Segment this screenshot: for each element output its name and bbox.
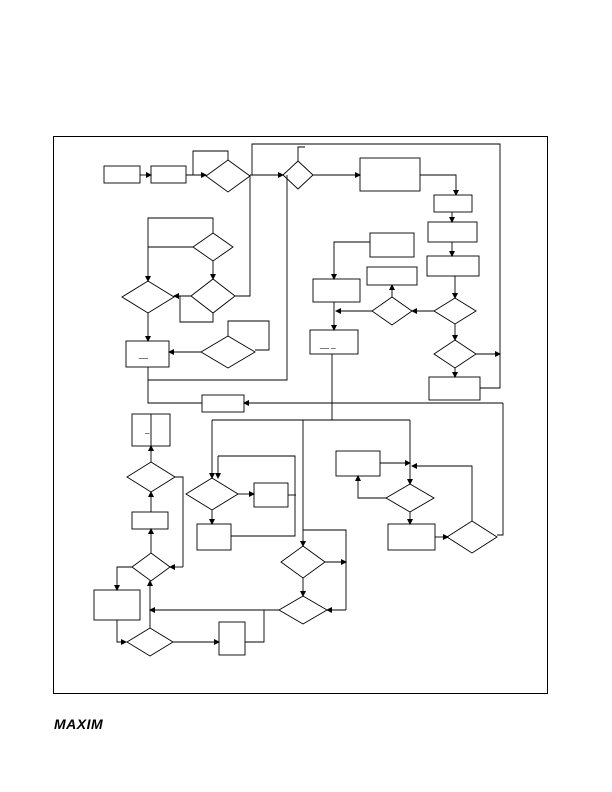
process-label: _ — [144, 425, 150, 434]
decision-diamond — [446, 520, 498, 554]
flowchart-frame — [53, 136, 548, 694]
process-box — [387, 523, 436, 551]
process-box — [427, 221, 478, 243]
decision-diamond — [200, 335, 256, 369]
process-box — [150, 165, 187, 184]
decision-diamond — [185, 477, 239, 511]
decision-diamond — [385, 483, 435, 513]
process-box — [428, 376, 481, 401]
process-box — [253, 482, 289, 508]
decision-diamond — [433, 297, 477, 325]
process-box — [131, 511, 169, 530]
process-box — [196, 523, 232, 551]
decision-diamond — [433, 339, 477, 369]
decision-diamond — [121, 280, 175, 314]
process-box — [103, 165, 141, 184]
process-box — [93, 589, 141, 621]
process-box — [366, 266, 418, 286]
process-box — [359, 157, 421, 192]
process-box — [433, 194, 473, 213]
process-label: __ — [138, 350, 148, 359]
decision-diamond — [280, 545, 326, 579]
process-label: __ _ — [319, 340, 336, 349]
decision-diamond — [192, 232, 234, 262]
process-box — [312, 278, 361, 303]
process-box — [309, 329, 359, 355]
process-box — [426, 255, 480, 277]
maxim-logo-icon: MAXIM — [54, 717, 103, 731]
process-box — [201, 394, 245, 413]
decision-diamond — [126, 627, 174, 657]
process-box — [369, 232, 415, 258]
decision-diamond — [282, 160, 314, 190]
decision-diamond — [190, 278, 236, 314]
process-box — [218, 621, 246, 656]
decision-diamond — [278, 595, 328, 625]
maxim-logo-text: MAXIM — [54, 717, 103, 731]
process-box — [335, 450, 381, 477]
decision-diamond — [126, 461, 176, 493]
decision-diamond — [371, 296, 413, 326]
decision-diamond — [205, 159, 251, 193]
decision-diamond — [131, 552, 171, 582]
